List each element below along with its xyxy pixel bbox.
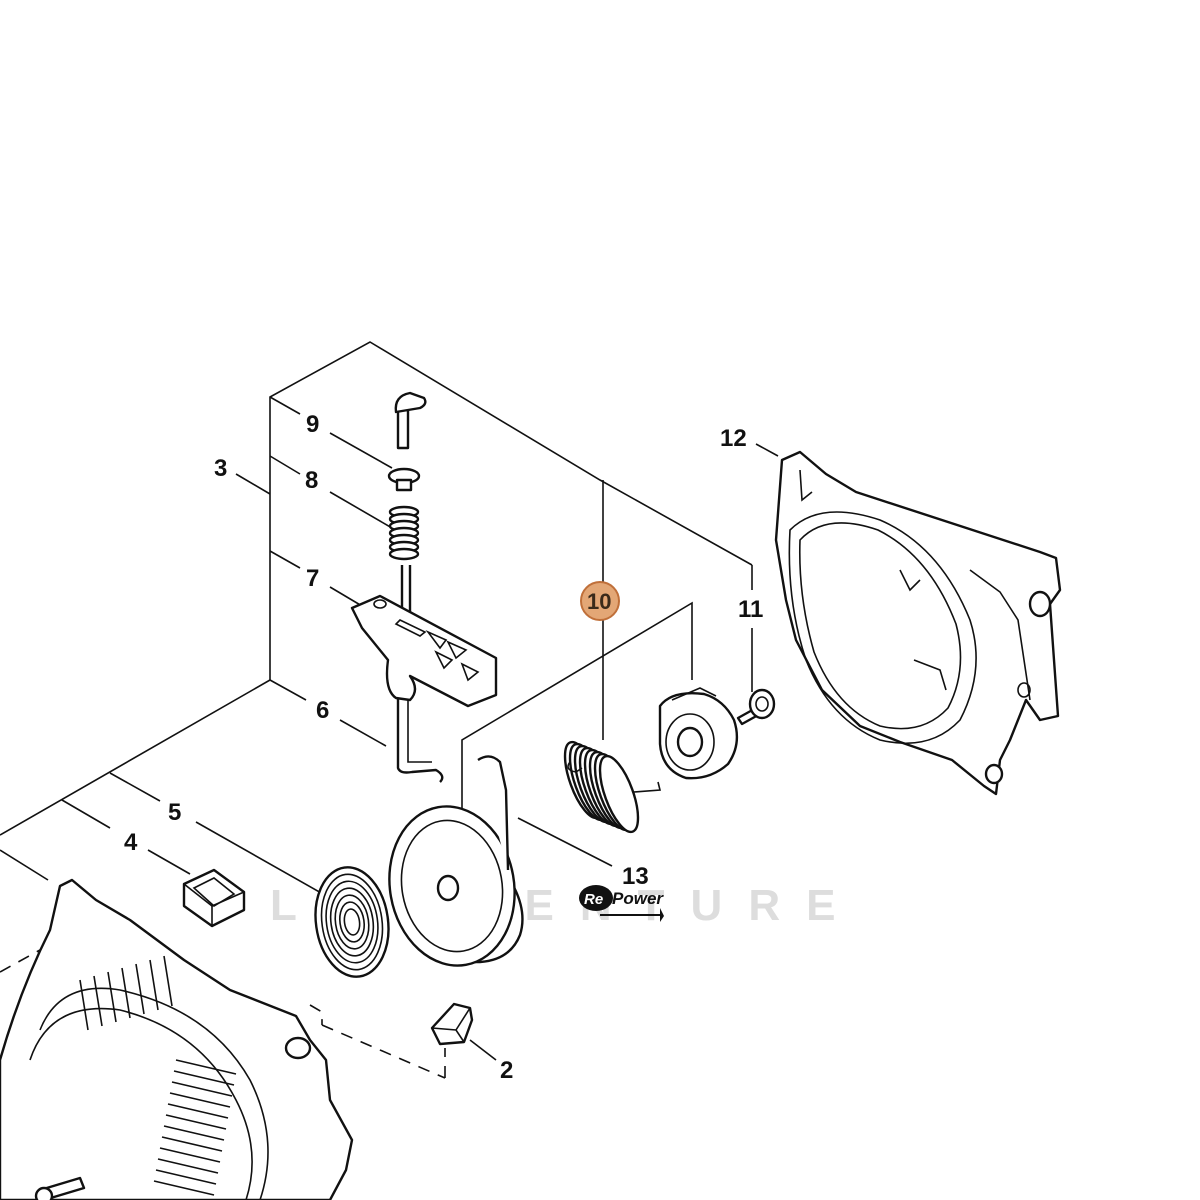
spring-coil-turn	[388, 547, 420, 561]
label-7: 7	[306, 565, 319, 592]
coil-turn	[325, 880, 379, 964]
vent-slat	[107, 971, 117, 1023]
coil-turn	[334, 894, 370, 950]
part-screw	[736, 688, 776, 726]
label-6: 6	[316, 697, 329, 724]
vent-slat	[149, 959, 159, 1011]
grille-slat	[161, 1136, 223, 1152]
part-rewind-spring	[314, 866, 390, 978]
grille-slat	[173, 1070, 235, 1086]
part-grommet	[182, 868, 246, 928]
label-8: 8	[305, 467, 318, 494]
grille-slat	[175, 1059, 237, 1075]
part-pin	[394, 391, 427, 450]
label-13: 13	[622, 863, 649, 890]
grille-slat	[169, 1092, 231, 1108]
torsion-coil-turn	[598, 754, 640, 834]
part-labels: 9 8 3 7 6 5 4 2 10 11 12 13	[124, 411, 763, 1084]
label-4: 4	[124, 829, 138, 856]
label-12: 12	[720, 425, 747, 452]
part-washer-spring	[387, 467, 421, 561]
label-10: 10	[587, 589, 611, 614]
part-pawl-carrier	[658, 687, 739, 780]
grille-slat	[159, 1147, 221, 1163]
label-3: 3	[214, 455, 227, 482]
grille-slat	[157, 1158, 219, 1174]
grille-slat	[153, 1180, 215, 1196]
coil-turn	[329, 887, 375, 957]
part-bottom-screw	[34, 1176, 86, 1200]
vent-slat	[163, 955, 173, 1007]
part-starter-cover	[0, 878, 354, 1200]
grille-slat	[167, 1103, 229, 1119]
grille-slat	[155, 1169, 217, 1185]
vent-slat	[121, 967, 131, 1019]
leader-lines	[0, 341, 779, 1096]
part-torsion-spring	[563, 740, 662, 834]
label-2: 2	[500, 1057, 513, 1084]
brand-prefix: Re	[584, 891, 603, 908]
grille-slat	[171, 1081, 233, 1097]
part-lever-plate	[350, 565, 498, 708]
brand-suffix: Power	[612, 889, 664, 908]
coil-turn	[320, 873, 384, 971]
label-9: 9	[306, 411, 319, 438]
vent-slat	[135, 963, 145, 1015]
coil-turn	[338, 901, 366, 943]
grille-slat	[165, 1114, 227, 1130]
brand-logo: Re Power	[579, 885, 664, 922]
coil-turn	[343, 908, 361, 936]
part-fan-housing	[774, 450, 1062, 796]
label-11: 11	[738, 596, 763, 623]
vent-slat	[93, 975, 103, 1027]
part-clip	[430, 1002, 474, 1046]
vent-slat	[79, 979, 89, 1031]
label-5: 5	[168, 799, 181, 826]
label-10-highlight	[580, 581, 620, 621]
part-rope-pulley	[388, 755, 524, 967]
grille-slat	[163, 1125, 225, 1141]
part-wire-bracket	[396, 698, 444, 783]
